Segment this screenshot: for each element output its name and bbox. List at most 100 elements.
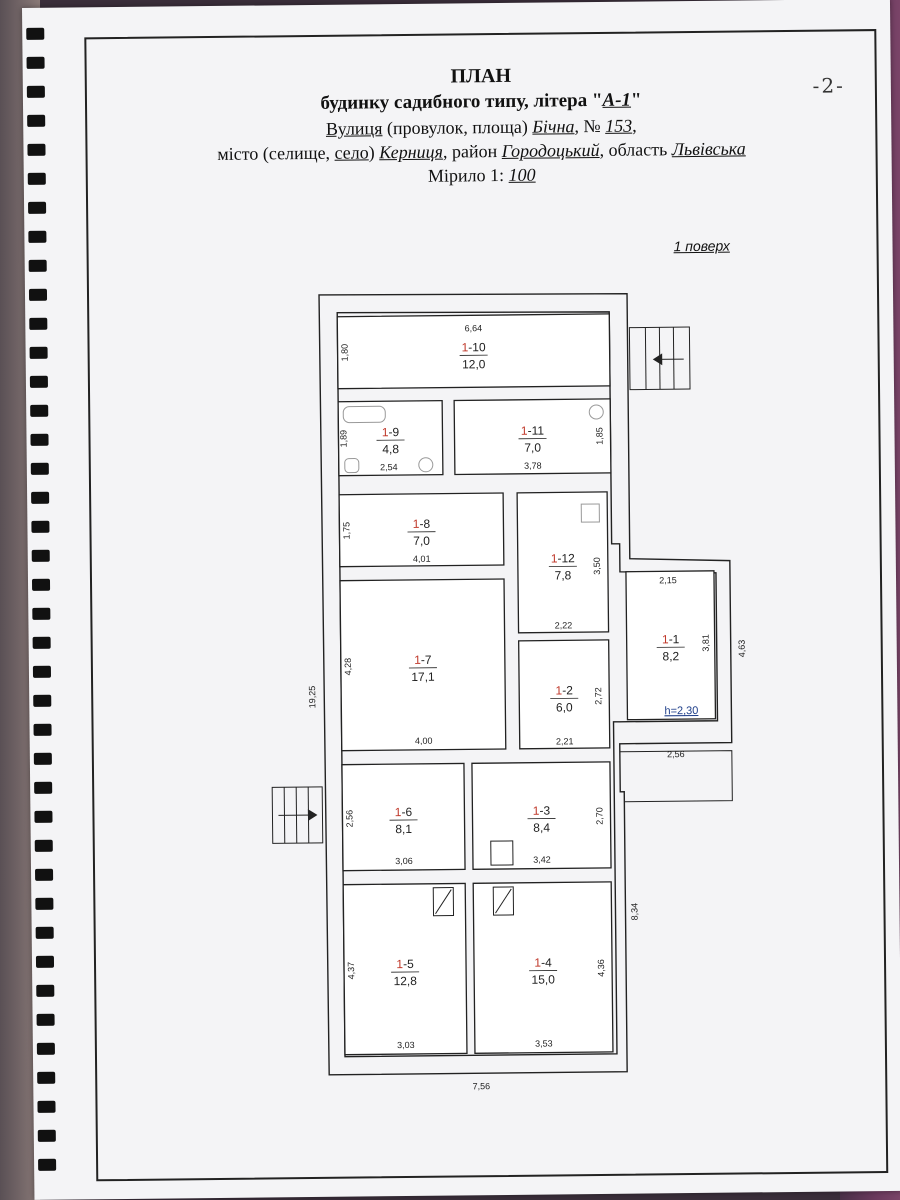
spiral-ring	[34, 839, 53, 852]
spiral-ring	[29, 375, 48, 388]
drawing-frame: ПЛАН будинку садибного типу, літера "А-1…	[84, 29, 889, 1182]
room-1-1	[625, 570, 717, 721]
spiral-ring	[31, 549, 50, 562]
spiral-ring	[27, 172, 46, 185]
room-width-1-11: 3,78	[524, 461, 542, 471]
washbasin	[418, 457, 434, 473]
room-area-1-3: 8,4	[533, 821, 550, 835]
spiral-ring	[32, 665, 52, 678]
spiral-ring	[32, 607, 51, 620]
sink	[588, 404, 604, 420]
room-width-1-9: 2,54	[380, 462, 398, 472]
plan-rooms	[336, 313, 717, 1056]
spiral-ring	[26, 56, 45, 69]
room-1-10	[336, 313, 611, 390]
room-width-1-5: 3,03	[397, 1040, 415, 1050]
room-area-1-12: 7,8	[555, 568, 572, 582]
room-area-1-11: 7,0	[524, 441, 541, 455]
spiral-ring	[33, 694, 52, 707]
spiral-ring	[31, 491, 50, 504]
spiral-ring	[31, 520, 50, 533]
spiral-ring	[29, 317, 48, 330]
room-id-1-1: 1-1	[662, 632, 680, 646]
room-width-1-1: 2,15	[659, 575, 677, 585]
room-id-1-12: 1-12	[551, 551, 576, 565]
room-1-9	[337, 399, 444, 477]
room-width-1-12: 2,22	[555, 620, 573, 630]
spiral-ring	[30, 462, 49, 475]
room-area-1-5: 12,8	[393, 974, 417, 988]
spiral-ring	[37, 1100, 56, 1113]
room-1-11	[453, 398, 612, 476]
room-1-3	[471, 761, 612, 870]
room-width-1-2: 2,21	[556, 736, 574, 746]
room-1-8	[338, 492, 505, 568]
dim-ceiling-height: h=2,30	[664, 705, 698, 717]
room-id-1-7: 1-7	[414, 653, 432, 667]
bathtub	[342, 405, 386, 424]
room-height-1-12: 3,50	[592, 557, 602, 575]
spiral-ring	[34, 810, 53, 823]
room-height-1-7: 4,28	[343, 658, 353, 676]
spiral-ring	[37, 1129, 56, 1142]
room-width-1-3: 3,42	[533, 855, 551, 865]
spiral-ring	[36, 984, 55, 997]
room-area-1-7: 17,1	[411, 670, 435, 684]
room-height-1-6: 2,56	[344, 810, 354, 828]
spiral-ring	[26, 27, 45, 40]
spiral-ring	[31, 578, 51, 591]
room-id-1-4: 1-4	[534, 956, 552, 970]
spiral-ring	[36, 1013, 55, 1026]
spiral-ring	[28, 201, 47, 214]
room-height-1-11: 1,85	[594, 427, 604, 445]
spiral-ring	[30, 404, 49, 417]
spiral-ring	[38, 1158, 57, 1171]
room-1-4	[472, 881, 614, 1054]
room-1-7	[339, 578, 507, 752]
room-1-5	[342, 882, 468, 1056]
spiral-ring	[32, 636, 51, 649]
spiral-ring	[28, 259, 47, 272]
plan-fixtures	[342, 404, 604, 917]
spiral-ring	[26, 85, 45, 98]
room-area-1-9: 4,8	[382, 442, 399, 456]
dim-total-width: 7,56	[472, 1081, 490, 1091]
room-width-1-8: 4,01	[413, 554, 431, 564]
dim-porch: 2,56	[667, 749, 685, 759]
plan-walls	[318, 292, 733, 1076]
room-id-1-9: 1-9	[382, 425, 400, 439]
room-height-1-2: 2,72	[593, 687, 603, 705]
room-id-1-11: 1-11	[521, 424, 545, 438]
spiral-ring	[35, 926, 54, 939]
spiral-ring	[35, 868, 54, 881]
room-height-1-9: 1,89	[338, 430, 348, 448]
room-id-1-2: 1-2	[555, 683, 573, 697]
plan-stairs	[271, 326, 733, 844]
room-area-1-1: 8,2	[662, 649, 679, 663]
spiral-ring	[36, 1042, 55, 1055]
document-page: ПЛАН будинку садибного типу, літера "А-1…	[22, 0, 900, 1200]
spiral-ring	[29, 346, 48, 359]
toilet	[344, 458, 360, 474]
room-width-1-6: 3,06	[395, 856, 413, 866]
stove	[580, 503, 600, 523]
spiral-ring	[33, 723, 52, 736]
room-area-1-10: 12,0	[462, 357, 486, 371]
spiral-ring	[35, 955, 55, 968]
dim-total-length: 19,25	[307, 686, 317, 709]
spiral-ring	[28, 230, 47, 243]
room-height-1-8: 1,75	[341, 522, 351, 540]
room-height-1-3: 2,70	[594, 807, 604, 825]
spiral-ring	[37, 1071, 56, 1084]
room-area-1-6: 8,1	[395, 822, 412, 836]
room-id-1-10: 1-10	[461, 340, 486, 354]
room-width-1-10: 6,64	[465, 323, 483, 333]
room-height-1-1: 3,81	[701, 634, 711, 652]
spiral-ring	[28, 288, 48, 301]
room-area-1-2: 6,0	[556, 700, 573, 714]
spiral-ring	[30, 433, 49, 446]
room-1-6	[341, 762, 466, 872]
room-height-1-5: 4,37	[346, 962, 356, 980]
